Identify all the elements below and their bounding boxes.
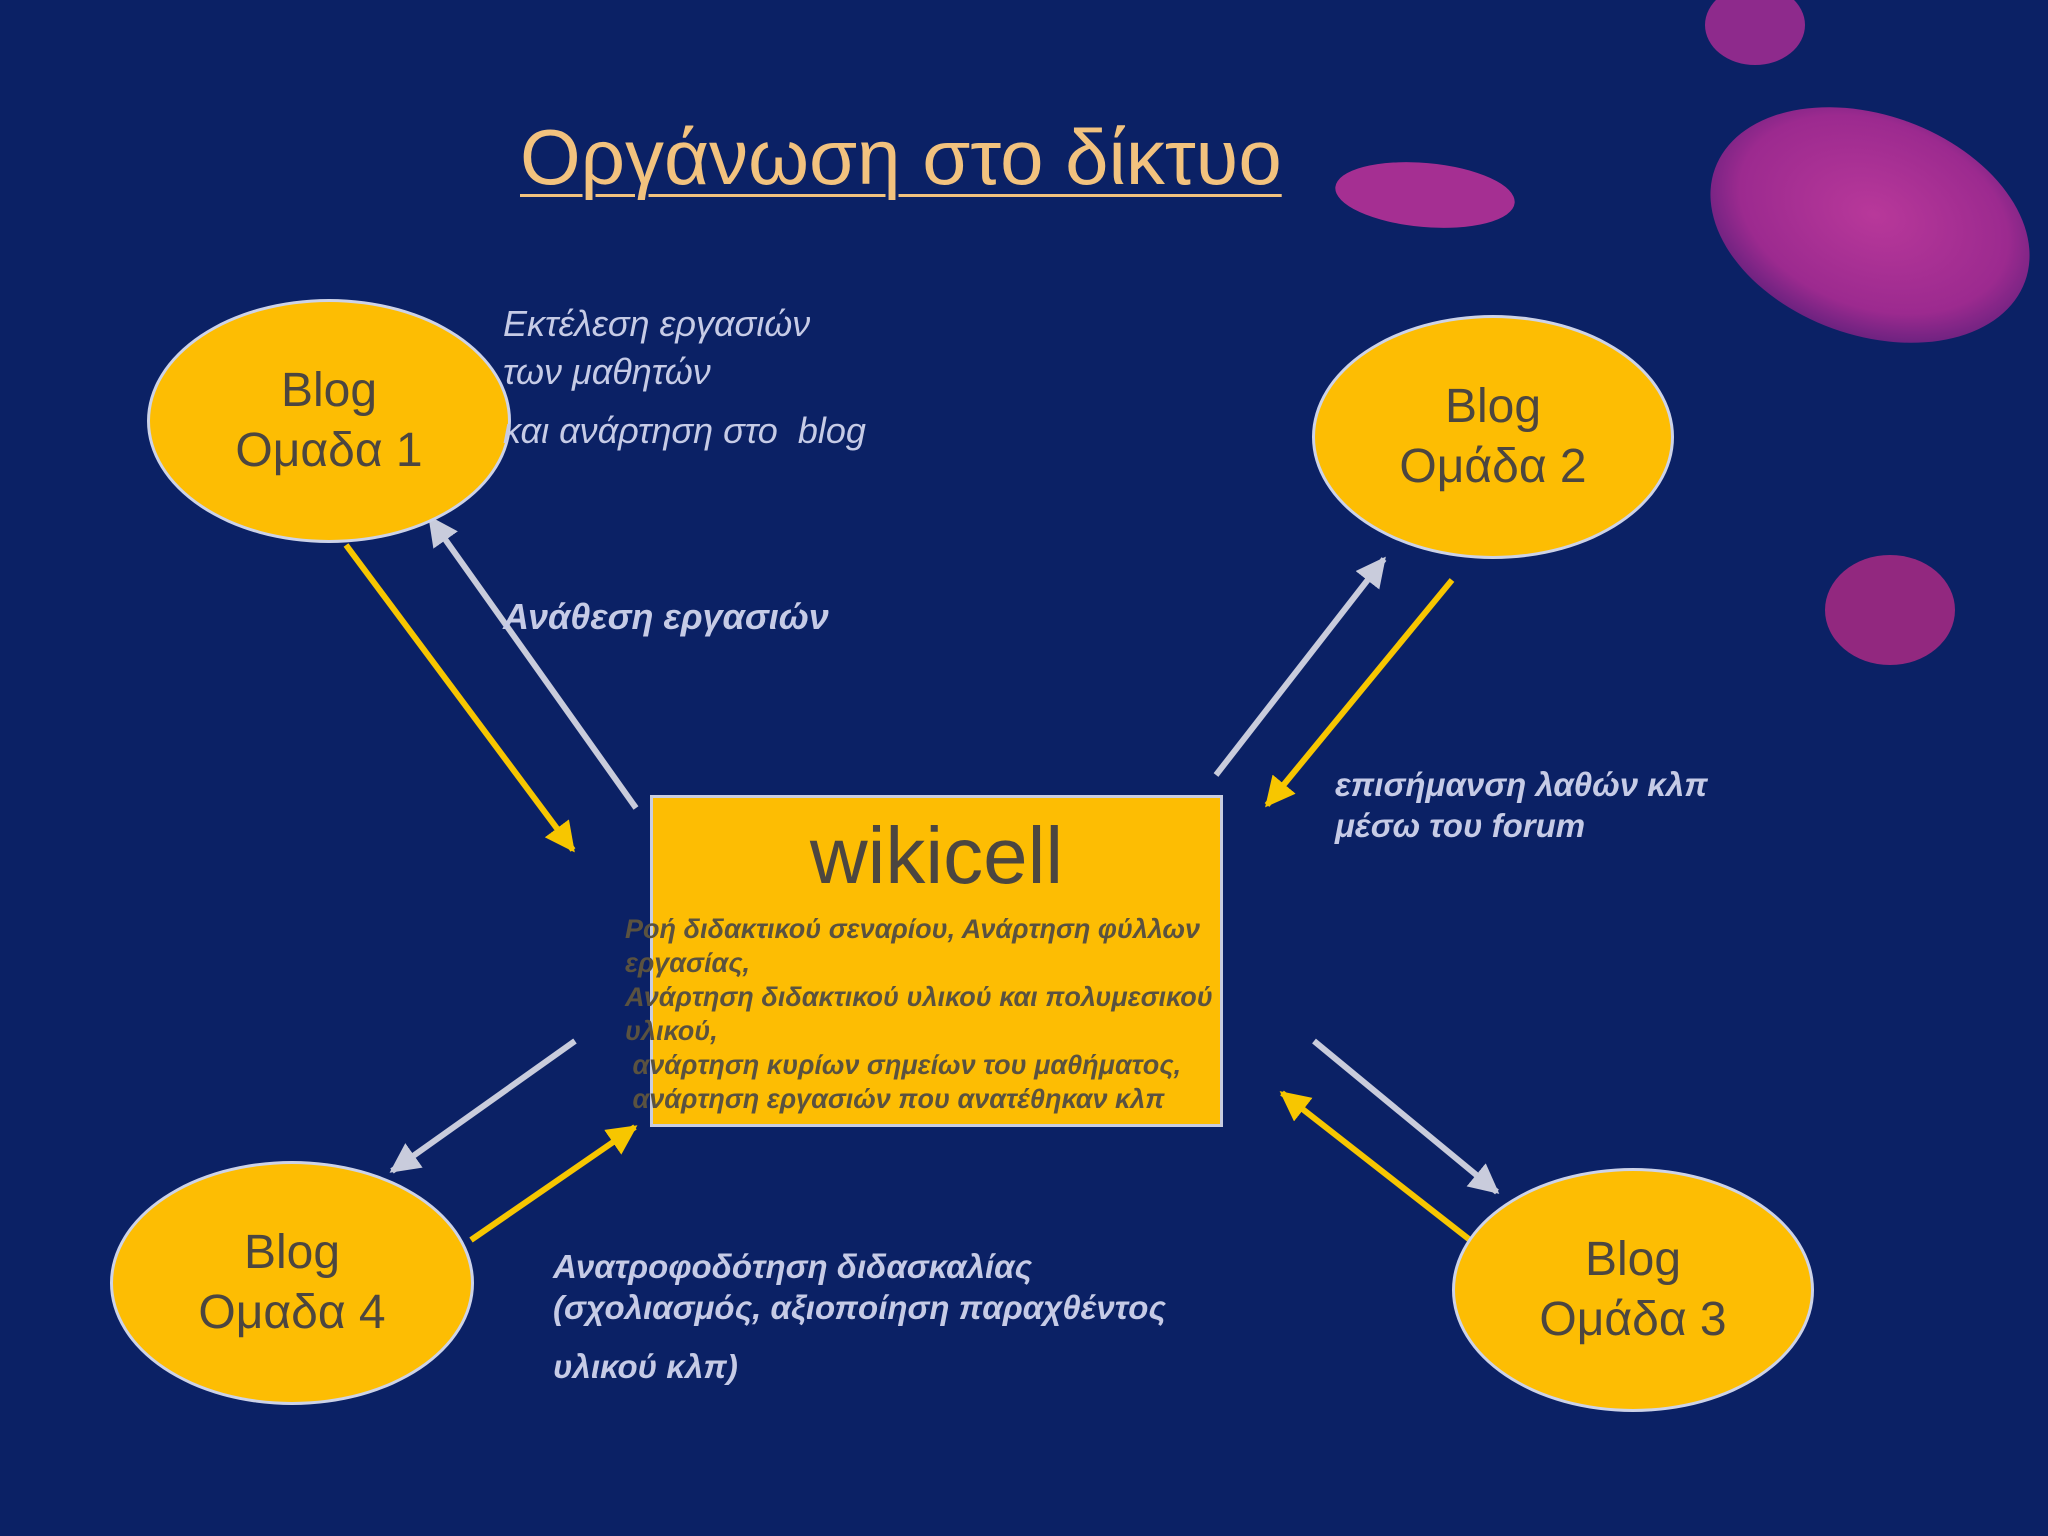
label-execution-line2: των μαθητών — [503, 351, 711, 392]
arrow-wiki-to-group3 — [1312, 1038, 1500, 1195]
node-blog-group2: Blog Ομάδα 2 — [1312, 315, 1674, 559]
label-feedback-line3: υλικού κλπ) — [553, 1348, 738, 1385]
arrow-group4-to-wiki — [469, 1124, 638, 1243]
node-group1-line2: Ομαδα 1 — [235, 424, 423, 477]
decor-cell-top — [1705, 0, 1805, 65]
decor-cell-right — [1825, 555, 1955, 665]
decor-cell-small — [1335, 162, 1515, 228]
wikicell-box — [650, 795, 1223, 1127]
wikicell-title: wikicell — [809, 811, 1064, 900]
label-execution-line3: και ανάρτηση στο blog — [503, 410, 866, 451]
decor-cell-large — [1710, 107, 2030, 343]
arrow-group2-to-wiki — [1264, 578, 1455, 808]
arrow-group1-to-wiki — [343, 543, 576, 853]
node-group4-line2: Ομαδα 4 — [198, 1286, 386, 1339]
arrow-wiki-to-group2 — [1213, 556, 1387, 777]
node-blog-group4: Blog Ομαδα 4 — [110, 1161, 474, 1405]
node-group2-line2: Ομάδα 2 — [1399, 440, 1587, 493]
label-errors-line2: μέσω του forum — [1335, 807, 1586, 844]
node-blog-group1: Blog Ομαδα 1 — [147, 299, 511, 543]
label-feedback-line2: (σχολιασμός, αξιοποίηση παραχθέντος — [553, 1289, 1166, 1326]
node-group4-line1: Blog — [243, 1226, 341, 1279]
arrow-group3-to-wiki — [1279, 1090, 1472, 1243]
node-group3-line1: Blog — [1584, 1233, 1682, 1286]
label-execution-line1: Εκτέλεση εργασιών — [503, 303, 811, 344]
node-blog-group3: Blog Ομάδα 3 — [1452, 1168, 1814, 1412]
node-group3-line2: Ομάδα 3 — [1539, 1293, 1727, 1346]
node-group1-line1: Blog — [280, 364, 378, 417]
node-group2-line1: Blog — [1444, 380, 1542, 433]
wikicell-description: Ροή διδακτικού σεναρίου, Ανάρτηση φύλλων… — [625, 914, 1213, 1114]
label-assignment: Ανάθεση εργασιών — [503, 596, 829, 637]
label-errors-line1: επισήμανση λαθών κλπ — [1335, 766, 1708, 803]
page-title: Οργάνωση στο δίκτυο — [520, 113, 1282, 201]
arrow-wiki-to-group4 — [389, 1038, 577, 1174]
label-feedback-line1: Ανατροφοδότηση διδασκαλίας — [553, 1248, 1033, 1285]
arrow-wiki-to-group1 — [427, 515, 639, 810]
